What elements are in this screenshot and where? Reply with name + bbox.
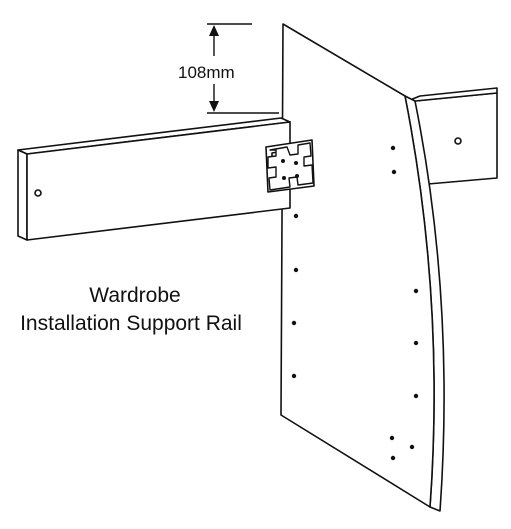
side-panel bbox=[280, 23, 435, 508]
bracket-hole bbox=[282, 176, 286, 180]
panel-holes bbox=[291, 145, 419, 461]
rear-support-rail bbox=[404, 87, 498, 187]
caption-line-2: Installation Support Rail bbox=[20, 312, 242, 335]
bracket-cutout bbox=[267, 142, 314, 191]
bracket-hole bbox=[294, 161, 298, 165]
arrow-up-icon bbox=[209, 25, 219, 36]
bracket-hole bbox=[295, 174, 299, 178]
arrow-down-icon bbox=[209, 101, 219, 112]
rail-screw-hole bbox=[454, 137, 462, 145]
height-dimension bbox=[207, 23, 279, 114]
caption-line-1: Wardrobe bbox=[89, 284, 181, 307]
bracket-hole bbox=[281, 159, 285, 163]
front-support-rail bbox=[17, 117, 291, 241]
dimension-label: 108mm bbox=[178, 63, 235, 82]
rail-screw-hole bbox=[34, 189, 42, 197]
